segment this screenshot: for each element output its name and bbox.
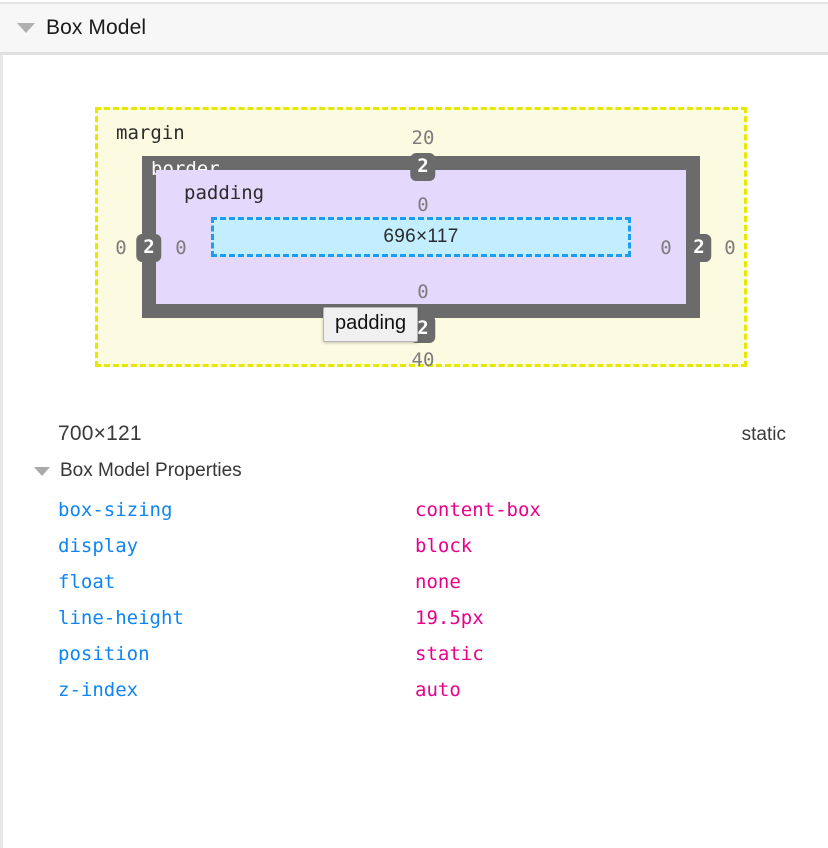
box-model-content-region[interactable]: 696×117 [211, 217, 631, 257]
property-value[interactable]: content-box [415, 499, 541, 521]
content-size-value: 696×117 [383, 226, 459, 247]
table-row[interactable]: float none [3, 564, 828, 600]
margin-bottom-value[interactable]: 40 [411, 349, 435, 371]
property-name: display [58, 535, 139, 557]
box-model-properties-title: Box Model Properties [60, 460, 242, 481]
box-model-summary-row: 700×121 static [3, 422, 828, 446]
property-value[interactable]: block [415, 535, 473, 557]
triangle-down-icon[interactable] [17, 23, 35, 33]
table-row[interactable]: position static [3, 636, 828, 672]
property-name: line-height [58, 607, 184, 629]
property-value[interactable]: static [415, 643, 484, 665]
box-model-panel-header[interactable]: Box Model [0, 2, 828, 55]
padding-bottom-value[interactable]: 0 [417, 281, 429, 303]
table-row[interactable]: line-height 19.5px [3, 600, 828, 636]
property-value[interactable]: none [415, 571, 461, 593]
property-name: position [58, 643, 150, 665]
border-left-value[interactable]: 2 [136, 234, 162, 262]
border-top-value[interactable]: 2 [410, 153, 436, 181]
box-model-properties-header[interactable]: Box Model Properties [3, 460, 242, 482]
element-position-value: static [741, 424, 786, 445]
box-model-properties-list: box-sizing content-box display block flo… [3, 492, 828, 708]
property-value[interactable]: auto [415, 679, 461, 701]
box-model-panel-body: margin 20 0 40 0 border padding 696×117 … [0, 55, 828, 848]
table-row[interactable]: box-sizing content-box [3, 492, 828, 528]
property-value[interactable]: 19.5px [415, 607, 484, 629]
element-size-value: 700×121 [58, 422, 142, 445]
padding-top-value[interactable]: 0 [417, 194, 429, 216]
margin-right-value[interactable]: 0 [724, 237, 736, 259]
box-model-diagram[interactable]: margin 20 0 40 0 border padding 696×117 … [95, 107, 747, 371]
box-model-tooltip: padding [323, 307, 419, 342]
table-row[interactable]: display block [3, 528, 828, 564]
border-right-value[interactable]: 2 [686, 234, 712, 262]
box-model-margin-region[interactable]: margin 20 0 40 0 border padding 696×117 … [95, 107, 747, 371]
table-row[interactable]: z-index auto [3, 672, 828, 708]
property-name: box-sizing [58, 499, 173, 521]
box-model-border-region[interactable]: border padding 696×117 [142, 156, 700, 318]
triangle-down-icon[interactable] [34, 466, 50, 476]
margin-region-label: margin [116, 122, 185, 144]
page-title: Box Model [46, 16, 147, 39]
box-model-padding-region[interactable]: padding 696×117 [156, 170, 686, 304]
margin-left-value[interactable]: 0 [115, 237, 127, 259]
padding-left-value[interactable]: 0 [175, 237, 187, 259]
padding-right-value[interactable]: 0 [660, 237, 672, 259]
property-name: z-index [58, 679, 139, 701]
property-name: float [58, 571, 116, 593]
margin-top-value[interactable]: 20 [411, 127, 435, 149]
padding-region-label: padding [184, 182, 265, 204]
